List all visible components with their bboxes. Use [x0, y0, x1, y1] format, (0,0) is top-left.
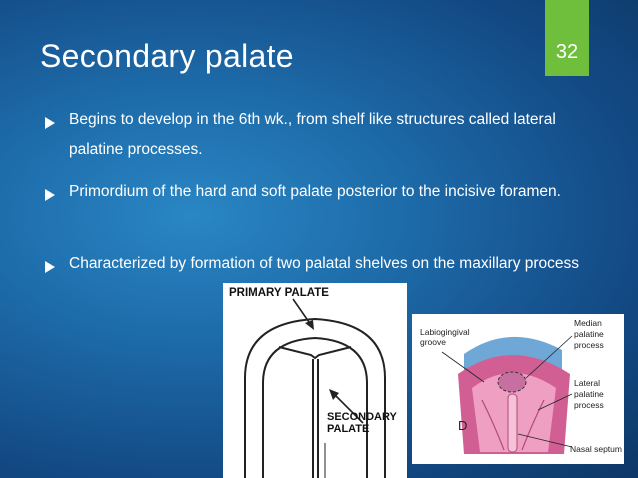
secondary-palate-label-1: SECONDARY	[327, 411, 398, 423]
label-lateral: Lateral	[574, 378, 600, 388]
label-lateral-process: process	[574, 400, 604, 410]
page-number-badge: 32	[545, 0, 589, 76]
label-median-process: process	[574, 340, 604, 350]
label-labiogingival: Labiogingival	[420, 327, 470, 337]
page-number: 32	[555, 41, 579, 63]
label-lateral-palatine: palatine	[574, 389, 604, 399]
secondary-palate-label-2: PALATE	[327, 423, 369, 435]
slide-title: Secondary palate	[40, 38, 294, 74]
palate-line-drawing: PRIMARY PALATE SECONDARY PALATE	[229, 287, 398, 478]
bullet-text: Primordium of the hard and soft palate p…	[69, 183, 561, 200]
panel-letter: D	[458, 418, 467, 433]
primary-secondary-palate-diagram: PRIMARY PALATE SECONDARY PALATE	[223, 283, 407, 478]
bullet-arrow-icon	[45, 261, 55, 273]
bullet-arrow-icon	[45, 117, 55, 129]
bullet-text: Characterized by formation of two palata…	[69, 255, 580, 272]
palatine-processes-illustration: Labiogingival groove Median palatine pro…	[412, 314, 624, 464]
label-median: Median	[574, 318, 602, 328]
bullet-arrow-icon	[45, 189, 55, 201]
label-groove: groove	[420, 337, 446, 347]
primary-palate-label: PRIMARY PALATE	[229, 287, 329, 299]
palate-color-drawing: Labiogingival groove Median palatine pro…	[420, 318, 622, 454]
label-median-palatine: palatine	[574, 329, 604, 339]
bullet-text: Begins to develop in the 6th wk., from s…	[69, 111, 556, 158]
label-nasal-septum: Nasal septum	[570, 444, 622, 454]
